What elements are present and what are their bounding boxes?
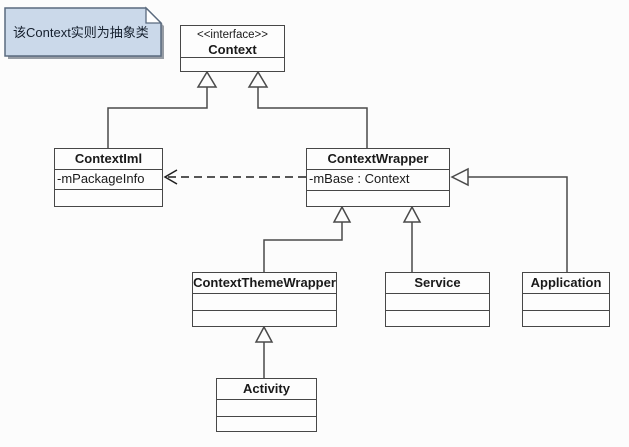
attributes-compartment bbox=[193, 293, 336, 310]
hollow-triangle-arrowhead bbox=[332, 205, 352, 223]
methods-compartment bbox=[217, 416, 316, 431]
attributes-compartment bbox=[181, 57, 284, 71]
class-name: Context bbox=[208, 42, 257, 57]
dependency-contextWrapper-contextIml bbox=[163, 169, 306, 185]
stereotype-label: <<interface>> bbox=[197, 29, 268, 41]
methods-compartment bbox=[307, 190, 449, 206]
attributes-compartment bbox=[523, 293, 609, 310]
open-arrowhead bbox=[163, 169, 178, 185]
generalization-application-contextWrapper bbox=[450, 167, 568, 272]
generalization-activity-contextThemeWrapper bbox=[254, 325, 274, 378]
hollow-triangle-arrowhead bbox=[196, 70, 218, 88]
class-name: ContextThemeWrapper bbox=[193, 275, 336, 290]
hollow-triangle-arrowhead bbox=[247, 70, 269, 88]
note-body bbox=[4, 7, 162, 57]
class-name: Application bbox=[530, 275, 602, 290]
note-comment-text: 该Context实则为抽象类 bbox=[13, 25, 149, 40]
class-name: Activity bbox=[243, 381, 290, 396]
hollow-triangle-arrowhead bbox=[450, 167, 469, 187]
generalization-contextIml-context bbox=[107, 70, 218, 148]
class-name: ContextWrapper bbox=[327, 151, 429, 166]
class-box-contextThemeWrapper: ContextThemeWrapper bbox=[192, 272, 337, 327]
class-name: Service bbox=[414, 275, 461, 290]
methods-compartment bbox=[523, 310, 609, 326]
hollow-triangle-arrowhead bbox=[254, 325, 274, 343]
attributes-compartment bbox=[386, 293, 489, 310]
generalization-service-contextWrapper bbox=[402, 205, 422, 272]
attribute-row: -mBase : Context bbox=[307, 169, 449, 190]
class-box-activity: Activity bbox=[216, 378, 317, 432]
class-name: ContextIml bbox=[74, 151, 143, 166]
hollow-triangle-arrowhead bbox=[402, 205, 422, 223]
class-box-contextWrapper: ContextWrapper -mBase : Context bbox=[306, 148, 450, 207]
generalization-contextWrapper-context bbox=[247, 70, 368, 148]
methods-compartment bbox=[55, 189, 162, 206]
methods-compartment bbox=[193, 310, 336, 326]
class-box-application: Application bbox=[522, 272, 610, 327]
note-shape bbox=[4, 6, 164, 59]
methods-compartment bbox=[386, 310, 489, 326]
class-box-contextIml: ContextIml -mPackageInfo bbox=[54, 148, 163, 207]
note-fold-icon bbox=[145, 6, 163, 24]
attribute-row: -mPackageInfo bbox=[55, 169, 162, 189]
class-box-service: Service bbox=[385, 272, 490, 327]
attributes-compartment bbox=[217, 399, 316, 416]
class-box-context: <<interface>> Context bbox=[180, 25, 285, 72]
generalization-contextThemeWrapper-contextWrapper bbox=[263, 205, 352, 272]
